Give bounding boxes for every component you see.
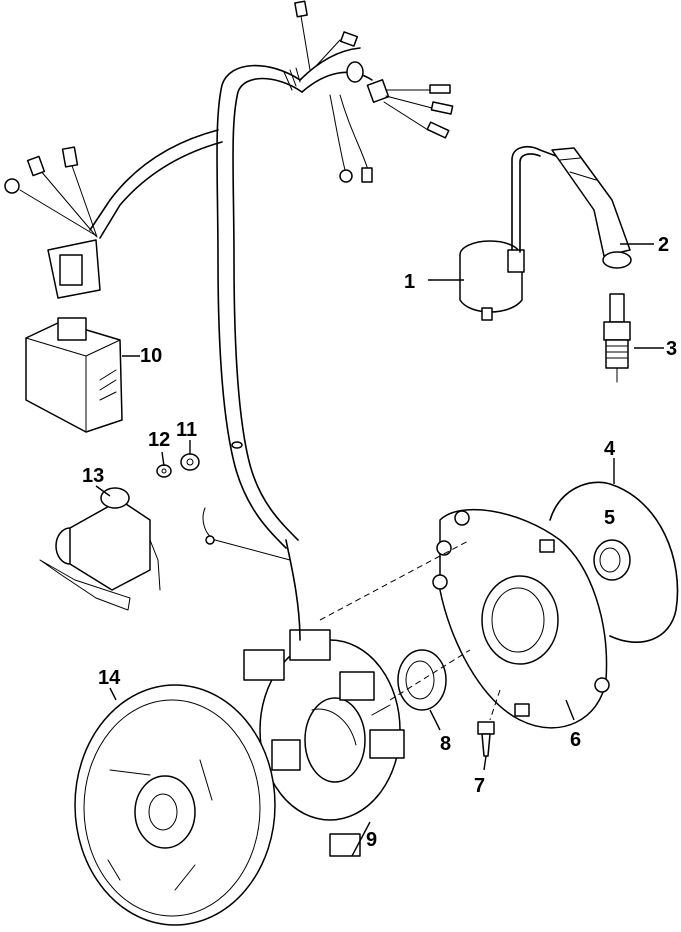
regulator-part-10 bbox=[25, 239, 123, 433]
callout-6: 6 bbox=[570, 729, 581, 751]
callout-leaders bbox=[95, 243, 664, 857]
seal-part-8 bbox=[397, 649, 447, 711]
spark-plug-cap-part-2 bbox=[551, 147, 632, 269]
stator-part-9 bbox=[243, 539, 405, 857]
callout-12: 12 bbox=[148, 429, 170, 451]
callout-8: 8 bbox=[440, 733, 451, 755]
flywheel-part-14 bbox=[74, 684, 276, 926]
washer-part-12 bbox=[156, 464, 172, 478]
callout-labels: 1 2 3 4 5 6 7 8 9 10 11 12 13 14 bbox=[82, 234, 677, 851]
wiring-harness bbox=[4, 0, 454, 549]
ignition-coil-part-1 bbox=[459, 146, 557, 321]
callout-1: 1 bbox=[404, 271, 415, 293]
callout-9: 9 bbox=[366, 829, 377, 851]
callout-3: 3 bbox=[666, 338, 677, 360]
nut-part-11 bbox=[180, 453, 200, 471]
screw-part-7 bbox=[477, 721, 495, 757]
callout-11: 11 bbox=[176, 419, 197, 441]
callout-2: 2 bbox=[658, 234, 669, 256]
callout-5: 5 bbox=[604, 507, 615, 529]
starter-solenoid-part-13 bbox=[39, 487, 291, 611]
callout-10: 10 bbox=[140, 345, 162, 367]
spark-plug-part-3 bbox=[603, 293, 631, 383]
callout-13: 13 bbox=[82, 465, 104, 487]
callout-4: 4 bbox=[604, 438, 616, 460]
callout-14: 14 bbox=[98, 667, 121, 689]
alignment-lines bbox=[319, 539, 501, 721]
o-ring-part-4 bbox=[549, 481, 679, 644]
stator-housing-part-6 bbox=[432, 508, 610, 729]
callout-7: 7 bbox=[474, 775, 485, 797]
seal-part-5 bbox=[593, 539, 631, 581]
